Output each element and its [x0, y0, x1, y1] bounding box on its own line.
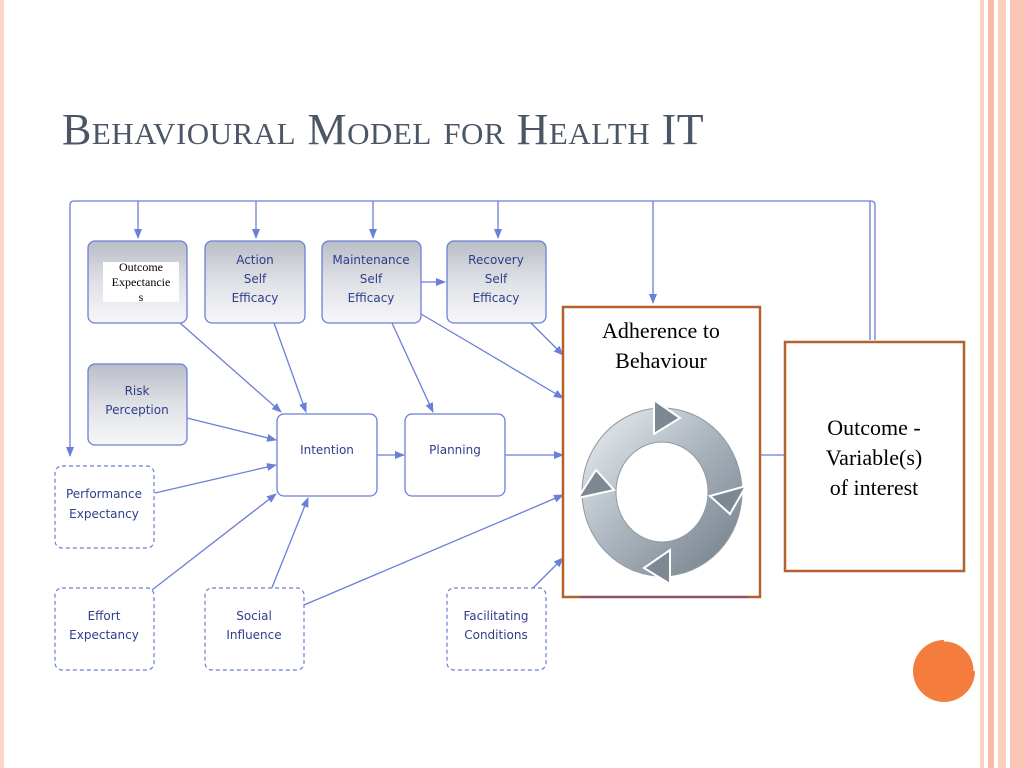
performance-expectancy-box: Performance Expectancy: [54, 465, 155, 549]
performance-expectancy-line1: Performance: [66, 487, 142, 501]
risk-perception-line1: Risk: [125, 384, 150, 398]
adherence-line2: Behaviour: [615, 348, 707, 373]
facilitating-conditions-box: Facilitating Conditions: [446, 587, 547, 671]
right-border-stripe: [988, 0, 994, 768]
right-border-stripe: [1010, 0, 1024, 768]
outcome-expectancies-line3: s: [139, 290, 144, 304]
intention-box: Intention: [276, 413, 378, 497]
decorative-orange-circle: [913, 638, 977, 702]
action-self-efficacy-line3: Efficacy: [232, 291, 279, 305]
outcome-expectancies-line2: Expectancie: [112, 275, 171, 289]
maintenance-self-efficacy-line2: Self: [360, 272, 383, 286]
maintenance-self-efficacy-box: Maintenance Self Efficacy: [321, 240, 422, 324]
outcome-expectancies-line1: Outcome: [119, 260, 163, 274]
recovery-self-efficacy-line1: Recovery: [468, 253, 524, 267]
action-self-efficacy-line2: Self: [244, 272, 267, 286]
performance-expectancy-line2: Expectancy: [69, 507, 139, 521]
effort-expectancy-box: Effort Expectancy: [54, 587, 155, 671]
outcome-box: Outcome - Variable(s) of interest: [783, 340, 966, 573]
facilitating-conditions-line2: Conditions: [464, 628, 528, 642]
facilitating-conditions-line1: Facilitating: [463, 609, 528, 623]
social-influence-line1: Social: [236, 609, 272, 623]
outcome-line3: of interest: [830, 475, 919, 500]
adherence-box: Adherence to Behaviour: [561, 305, 762, 599]
recovery-self-efficacy-line3: Efficacy: [473, 291, 520, 305]
planning-label: Planning: [429, 443, 481, 457]
outcome-expectancies-box: Outcome Expectancie s: [87, 240, 188, 324]
effort-expectancy-line1: Effort: [88, 609, 121, 623]
effort-expectancy-line2: Expectancy: [69, 628, 139, 642]
recovery-self-efficacy-box: Recovery Self Efficacy: [446, 240, 547, 324]
outcome-line2: Variable(s): [826, 445, 923, 470]
risk-perception-box: Risk Perception: [87, 363, 188, 446]
risk-perception-line2: Perception: [105, 403, 168, 417]
recovery-self-efficacy-line2: Self: [485, 272, 508, 286]
right-border-stripe: [980, 0, 984, 768]
maintenance-self-efficacy-line3: Efficacy: [348, 291, 395, 305]
outcome-line1: Outcome -: [827, 415, 920, 440]
planning-box: Planning: [404, 413, 506, 497]
adherence-line1: Adherence to: [602, 318, 720, 343]
connector-arrows: [151, 278, 786, 606]
action-self-efficacy-box: Action Self Efficacy: [204, 240, 306, 324]
social-influence-box: Social Influence: [204, 587, 305, 671]
maintenance-self-efficacy-line1: Maintenance: [332, 253, 409, 267]
cycle-arrows-icon: [575, 398, 749, 586]
left-border-stripe: [0, 0, 4, 768]
slide-title: Behavioural Model for Health IT: [62, 105, 705, 154]
social-influence-line2: Influence: [226, 628, 281, 642]
feedback-lines: [66, 200, 876, 457]
action-self-efficacy-line1: Action: [236, 253, 274, 267]
right-border-stripe: [998, 0, 1006, 768]
intention-label: Intention: [300, 443, 354, 457]
